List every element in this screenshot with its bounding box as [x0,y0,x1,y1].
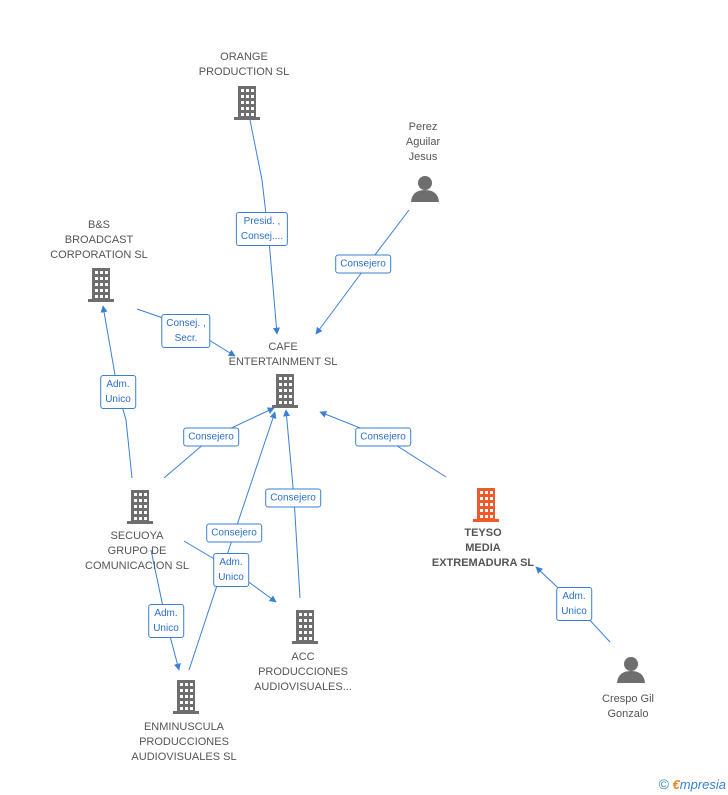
node-label-teyso[interactable]: TEYSO MEDIA EXTREMADURA SL [431,527,535,569]
footer-brand[interactable]: © €mpresia [659,776,726,792]
node-label-acc[interactable]: ACC PRODUCCIONES AUDIOVISUALES... [254,651,352,693]
building-icon-bs[interactable] [88,268,114,302]
edge-label-secuoya-bs[interactable]: Adm. Unico [100,375,136,409]
node-label-crespo[interactable]: Crespo Gil Gonzalo [602,693,654,720]
edge-label-orange-cafe[interactable]: Presid. , Consej.... [235,212,289,246]
edge-orange-to-cafe [249,119,280,335]
brand-name: mpresia [679,777,726,792]
edge-label-secuoya-acc[interactable]: Adm. Unico [213,553,249,587]
copyright-icon: © [658,776,669,792]
edge-label-perez-cafe[interactable]: Consejero [335,254,391,274]
edge-label-enminuscula-cafe[interactable]: Consejero [206,523,262,543]
brand-initial: € [672,777,680,792]
node-label-secuoya[interactable]: SECUOYA GRUPO DE COMUNICACION SL [85,530,189,572]
building-icon-enminuscula[interactable] [173,680,199,714]
person-icon-perez[interactable] [411,176,439,202]
node-label-bs[interactable]: B&S BROADCAST CORPORATION SL [50,219,148,261]
edge-label-secuoya-enminuscula[interactable]: Adm. Unico [148,604,184,638]
building-icon-acc[interactable] [292,610,318,644]
edge-label-bs-cafe[interactable]: Consej. , Secr. [161,314,211,348]
node-label-cafe[interactable]: CAFE ENTERTAINMENT SL [228,341,338,368]
building-icon-orange[interactable] [234,86,260,120]
building-icon-teyso[interactable] [473,488,499,522]
edge-label-secuoya-cafe[interactable]: Consejero [183,427,239,447]
node-label-perez[interactable]: Perez Aguilar Jesus [405,121,441,163]
edge-label-crespo-teyso[interactable]: Adm. Unico [556,587,592,621]
node-label-enminuscula[interactable]: ENMINUSCULA PRODUCCIONES AUDIOVISUALES S… [131,721,237,763]
person-icon-crespo[interactable] [617,657,645,683]
node-label-orange[interactable]: ORANGE PRODUCTION SL [198,51,290,78]
edge-label-acc-cafe[interactable]: Consejero [265,488,321,508]
building-icon-cafe[interactable] [272,374,298,408]
building-icon-secuoya[interactable] [127,490,153,524]
edge-label-teyso-cafe[interactable]: Consejero [355,427,411,447]
